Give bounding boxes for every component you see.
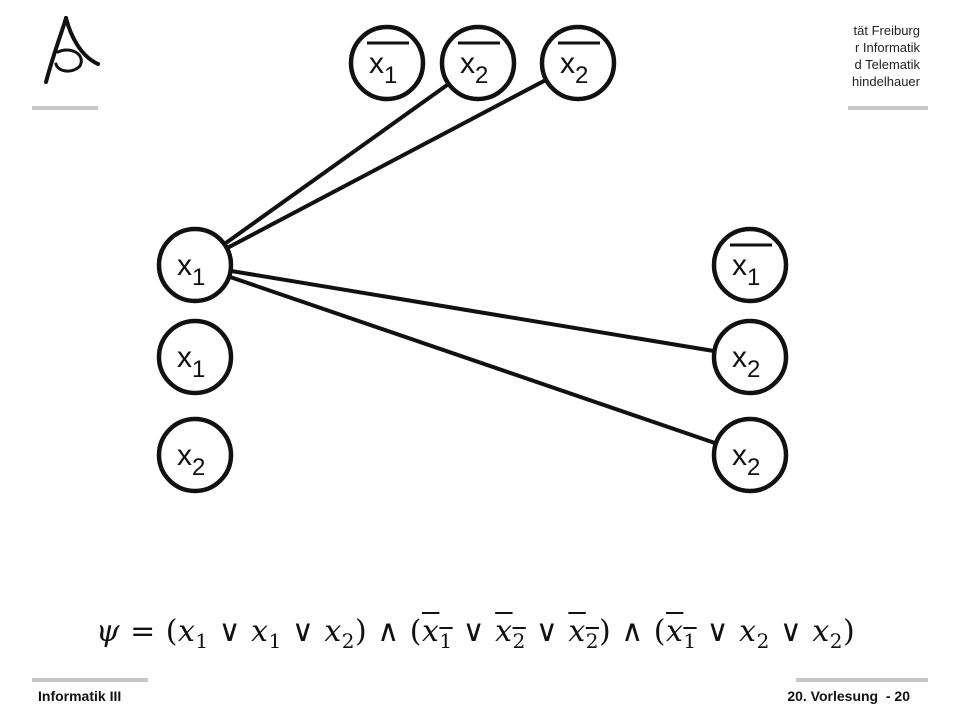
open-paren: ( (409, 614, 422, 649)
node-circle (348, 24, 426, 102)
edge-2 (225, 78, 548, 250)
affiliation-line-3: d Telematik (854, 57, 920, 72)
left-node-2: x1 (156, 318, 234, 396)
node-label: x2 (177, 439, 205, 481)
node-label: x1 (369, 47, 397, 89)
top-node-3: x2 (539, 24, 617, 102)
psi-symbol: ψ (96, 614, 131, 649)
left-node-1: x1 (156, 226, 234, 304)
right-node-3: x2 (711, 416, 789, 494)
literal: x1 (177, 614, 209, 653)
node-circle (711, 416, 789, 494)
or-operator: ∨ (525, 614, 569, 649)
footer-rule-right (796, 678, 928, 682)
node-circle (156, 318, 234, 396)
affiliation-line-1: tät Freiburg (853, 23, 920, 38)
university-logo (44, 16, 100, 84)
or-operator: ∨ (281, 614, 325, 649)
clause-graph: x1 x2 x2 x1 x1 x2 x1 x2 x2 (156, 24, 789, 494)
open-paren: ( (165, 614, 178, 649)
header-rule-right (848, 106, 928, 110)
open-paren: ( (653, 614, 666, 649)
or-operator: ∨ (769, 614, 813, 649)
affiliation-line-4: hindelhauer (852, 74, 920, 89)
left-node-3: x2 (156, 416, 234, 494)
formula: ψ = (x1 ∨ x1 ∨ x2) ∧ (x1 ∨ x2 ∨ x2) ∧ (x… (96, 614, 855, 653)
node-circle (711, 318, 789, 396)
close-paren: ) (843, 614, 856, 649)
and-operator: ∧ (611, 614, 654, 649)
footer-course: Informatik III (38, 688, 122, 704)
and-operator: ∧ (367, 614, 410, 649)
node-circle (711, 226, 789, 304)
equals-sign: = (130, 614, 166, 649)
or-operator: ∨ (452, 614, 496, 649)
right-node-2: x2 (711, 318, 789, 396)
node-circle (439, 24, 517, 102)
node-label: x2 (732, 439, 760, 481)
node-label: x1 (732, 249, 760, 291)
affiliation-block: tät Freiburg r Informatik d Telematik hi… (852, 22, 920, 90)
node-label: x2 (732, 341, 760, 383)
negated-literal: x2 (568, 614, 599, 653)
negated-literal: x1 (665, 614, 697, 653)
literal: x2 (739, 614, 770, 653)
literal: x2 (812, 614, 843, 653)
header-rule-left (32, 106, 98, 110)
footer-page: 20. Vorlesung - 20 (787, 688, 910, 704)
node-label: x2 (560, 47, 588, 89)
literal: x2 (324, 614, 355, 653)
close-paren: ) (599, 614, 612, 649)
node-circle (156, 416, 234, 494)
top-node-2: x2 (439, 24, 517, 102)
literal: x1 (251, 614, 282, 653)
edge-3 (230, 268, 715, 354)
node-label: x1 (177, 341, 205, 383)
edge-4 (228, 274, 717, 446)
affiliation-line-2: r Informatik (854, 40, 920, 55)
node-circle (539, 24, 617, 102)
node-circle (156, 226, 234, 304)
or-operator: ∨ (208, 614, 252, 649)
node-label: x1 (177, 249, 205, 291)
edge-1 (223, 82, 450, 246)
negated-literal: x2 (495, 614, 526, 653)
footer-rule-left (32, 678, 148, 682)
node-label: x2 (460, 47, 488, 89)
negated-literal: x1 (421, 614, 453, 653)
close-paren: ) (355, 614, 368, 649)
or-operator: ∨ (696, 614, 740, 649)
right-node-1: x1 (711, 226, 789, 304)
top-node-1: x1 (348, 24, 426, 102)
